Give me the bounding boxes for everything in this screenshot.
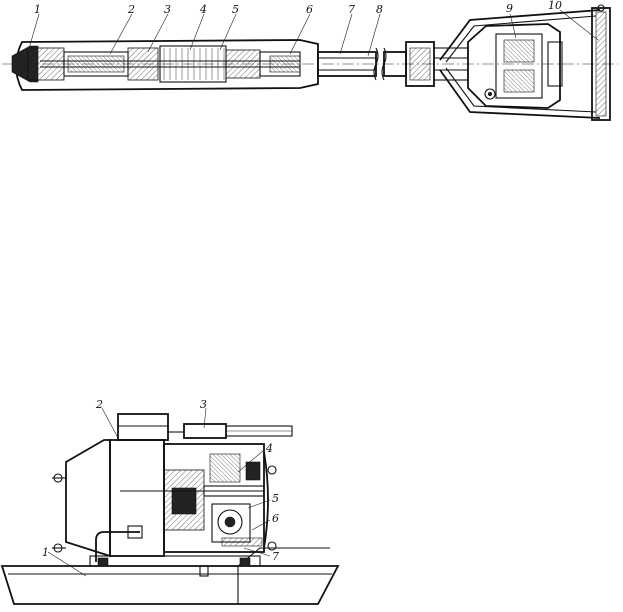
vibrator-body	[11, 39, 319, 91]
motor-housing	[467, 23, 563, 109]
callout-bottom-4: 4	[265, 442, 273, 455]
callout-top-8: 8	[376, 3, 383, 16]
callout-labels-top: 1 2 3 4 5 6 7 8 9 10	[34, 0, 562, 16]
leader-lines	[27, 9, 599, 57]
stator-winding	[163, 48, 225, 80]
callout-labels-bottom: 1 2 3 4 5 6 7	[42, 398, 279, 563]
immersion-vibrator-drawing: 1 2 3 4 5 6 7 8 9 10	[2, 0, 618, 121]
mounting-feet	[89, 555, 261, 567]
callout-bottom-5: 5	[272, 492, 279, 505]
callout-top-1: 1	[34, 3, 41, 16]
callout-top-10: 10	[548, 0, 562, 12]
internal-rotor	[120, 453, 265, 547]
callout-top-3: 3	[164, 3, 171, 16]
callout-top-4: 4	[199, 3, 207, 16]
callout-top-9: 9	[506, 2, 513, 15]
support-bracket	[95, 525, 143, 562]
callout-top-2: 2	[127, 3, 135, 16]
callout-bottom-2: 2	[95, 398, 103, 411]
callout-bottom-3: 3	[200, 398, 207, 411]
leader-lines-bottom	[47, 407, 271, 577]
callout-top-6: 6	[306, 3, 313, 16]
callout-bottom-7: 7	[272, 550, 279, 563]
callout-bottom-6: 6	[272, 512, 279, 525]
callout-top-7: 7	[348, 3, 355, 16]
handle-frame	[439, 9, 601, 119]
power-cable	[168, 423, 293, 439]
surface-vibrator-drawing: 1 2 3 4 5 6 7	[0, 398, 340, 605]
handle-grip	[591, 4, 611, 121]
callout-bottom-1: 1	[42, 546, 49, 559]
callout-top-5: 5	[232, 3, 239, 16]
coupling	[405, 41, 469, 87]
